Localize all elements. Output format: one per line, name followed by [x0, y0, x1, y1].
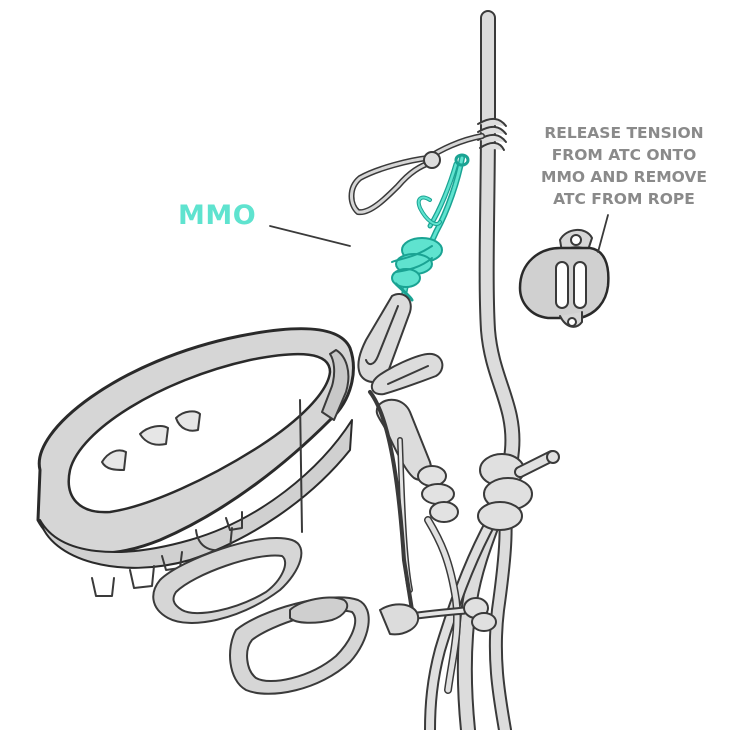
instruction-line: FROM ATC ONTO [551, 146, 697, 164]
atc-belay-device [518, 229, 610, 328]
carabiner-middle [370, 352, 444, 396]
lower-hitch [379, 597, 497, 636]
mmo-label: MMO [178, 200, 257, 231]
rope-knot [477, 450, 560, 531]
mmo-leader-line [269, 225, 351, 247]
instruction-line: MMO AND REMOVE [541, 168, 707, 186]
tie-in-knot [417, 465, 462, 694]
instruction-line: ATC FROM ROPE [553, 190, 695, 208]
instruction-text: RELEASE TENSION FROM ATC ONTO MMO AND RE… [520, 122, 728, 210]
instruction-line: RELEASE TENSION [544, 124, 704, 142]
mmo-cord [391, 153, 470, 302]
carabiner-lower [375, 398, 432, 481]
leg-loops [152, 390, 414, 695]
instruction-leader-line [597, 214, 609, 253]
harness [36, 327, 355, 597]
prusik-loop [348, 133, 485, 216]
top-hitch [477, 118, 507, 151]
